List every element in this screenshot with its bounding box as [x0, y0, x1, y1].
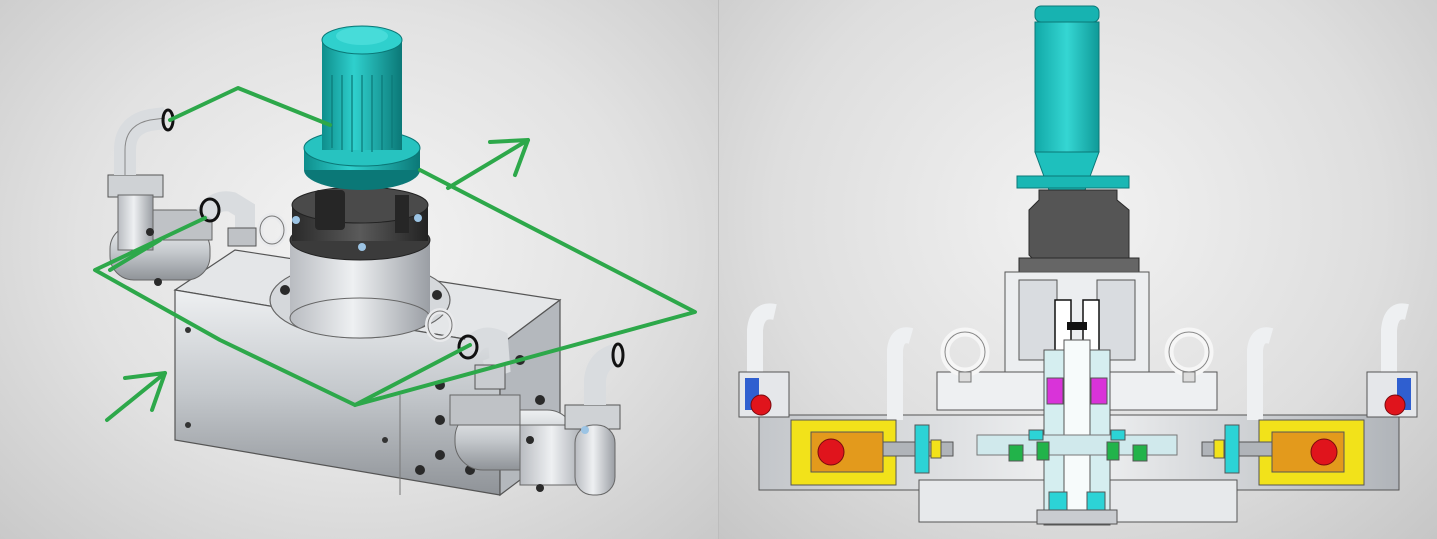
- flow-arrow-inlet: [105, 371, 167, 422]
- bottom-cover: [1036, 509, 1118, 525]
- seal-green: [1008, 441, 1148, 462]
- right-valve-assembly: [449, 327, 625, 496]
- motor: [303, 25, 421, 190]
- seal-magenta: [1046, 377, 1108, 405]
- isometric-pump-drawing: [93, 25, 697, 497]
- bearing-housing-section: [1004, 271, 1150, 373]
- cross-section-drawing: [738, 5, 1418, 526]
- isometric-view-panel: [0, 0, 718, 539]
- panel-divider: [718, 0, 719, 539]
- bearing-housing: [289, 186, 431, 339]
- left-valve-section: [738, 371, 954, 486]
- flow-arrow-outlet: [446, 138, 530, 190]
- eye-bolt-left-section: [940, 327, 990, 383]
- outer-elbows: [747, 303, 1409, 410]
- seal-cyan: [1028, 429, 1126, 511]
- flow-path: [93, 86, 697, 407]
- bearing-bracket: [1018, 189, 1140, 274]
- inner-elbows: [887, 327, 1274, 420]
- left-valve-assembly: [107, 107, 257, 286]
- eye-bolt-right-section: [1164, 327, 1214, 383]
- cross-section-view-panel: [719, 0, 1437, 539]
- motor-section: [1016, 5, 1130, 191]
- right-valve-section: [1201, 371, 1418, 486]
- eye-bolt-left: [257, 213, 287, 247]
- eye-bolt-right: [425, 308, 455, 342]
